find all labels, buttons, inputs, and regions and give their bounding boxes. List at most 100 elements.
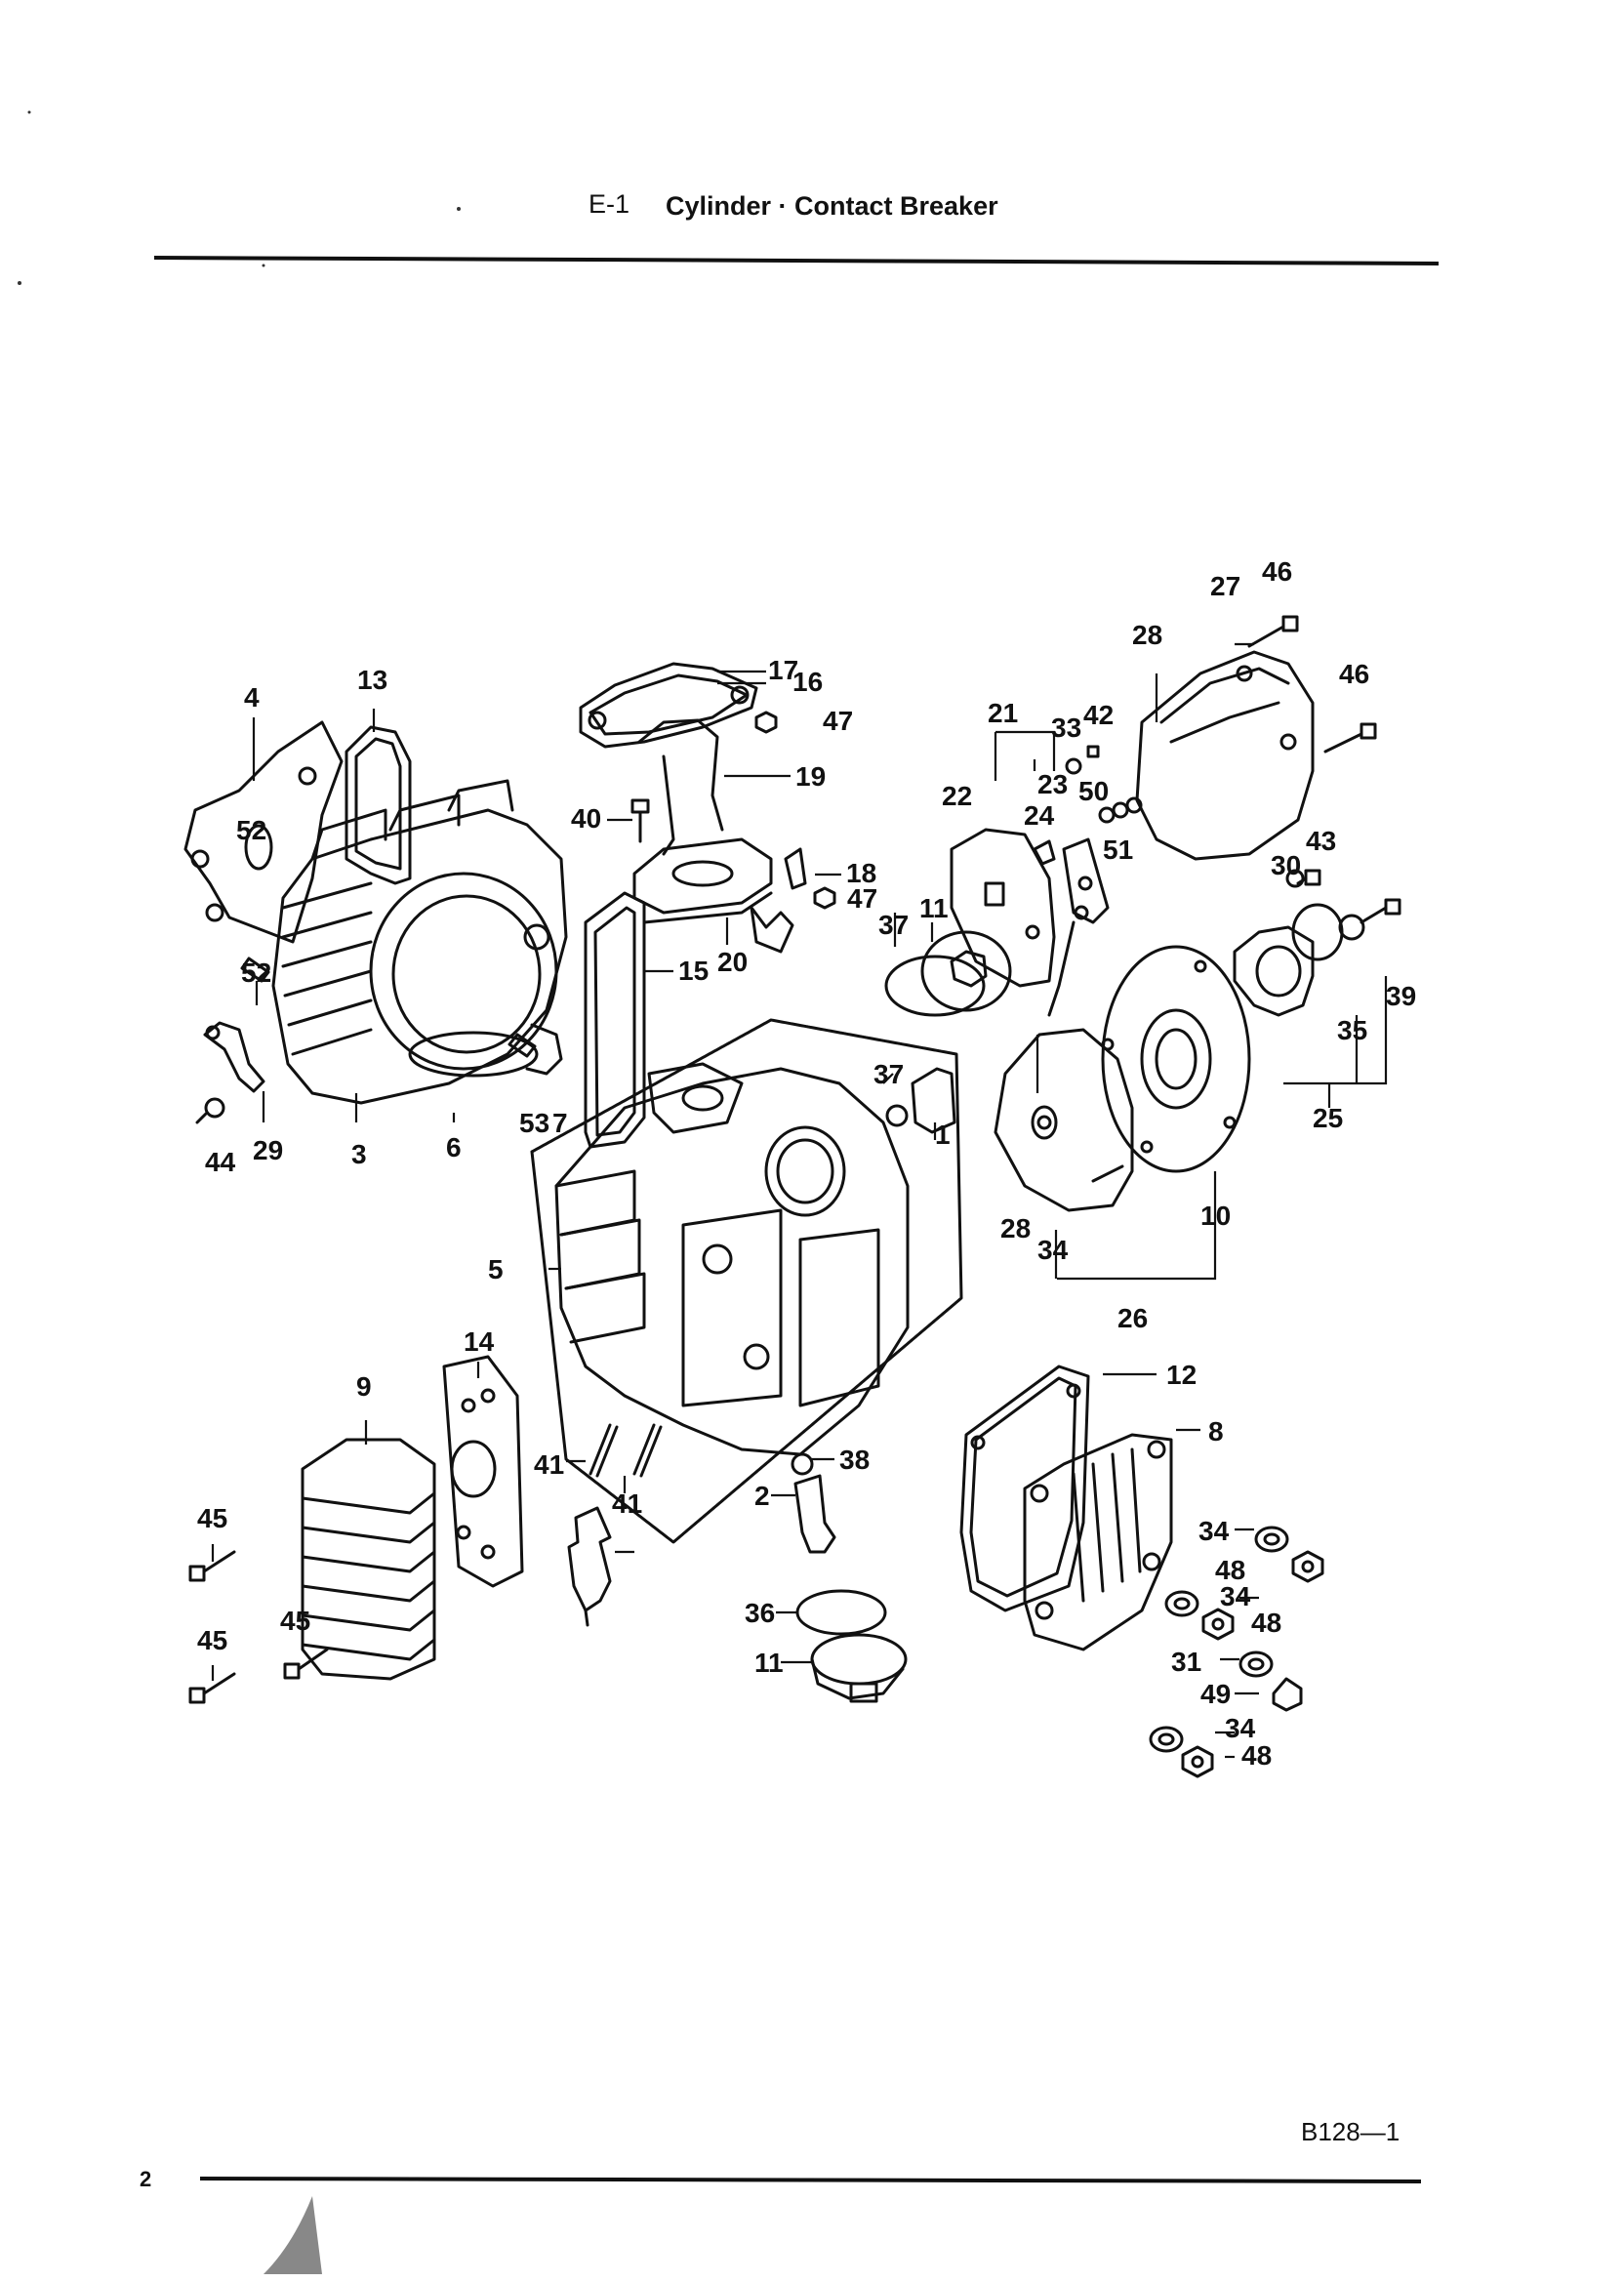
header-rule [153,256,1440,265]
callout-49: 49 [1200,1679,1231,1709]
callout-50: 50 [1078,776,1109,806]
part-14-gasket [345,725,412,885]
callout-35: 35 [1337,1015,1367,1045]
callout-34-a: 34 [1198,1516,1230,1546]
part-12-gasket [959,1365,1090,1612]
callout-18: 18 [846,858,876,888]
callout-47-b: 47 [847,883,877,914]
callout-21: 21 [988,698,1018,728]
callout-45-a: 45 [197,1503,227,1533]
callout-52-a: 52 [236,815,266,845]
callout-26: 26 [1117,1303,1148,1333]
callout-20: 20 [717,947,748,977]
callout-39: 39 [1386,981,1416,1011]
callout-10: 10 [1200,1201,1231,1231]
footer-rule [199,2177,1422,2183]
part-16-17-gaskets [579,662,758,749]
callout-38-b: 38 [839,1445,870,1475]
part-8-cover [1023,1433,1173,1651]
part-37-11-caps-upper [884,930,1012,1017]
callout-40: 40 [571,803,601,834]
callout-33: 33 [1051,713,1081,743]
callout-27: 27 [1210,571,1240,601]
part-3-cylinder [271,779,568,1105]
part-36-seal [1036,1115,1052,1130]
part-45-bolts [188,1550,329,1704]
callout-6: 6 [446,1132,462,1162]
scan-specks [18,110,461,2274]
part-37-11-caps-lower [795,1589,908,1703]
part-43-screw [195,1097,225,1124]
callout-41-a: 41 [534,1449,564,1480]
callout-48-b: 48 [1251,1608,1281,1638]
part-41-studs [589,1423,663,1478]
callout-4: 4 [244,682,260,713]
part-9-finned-cover [301,1438,436,1681]
callout-45-b: 45 [280,1606,310,1636]
callout-34-c: 34 [1225,1713,1256,1743]
callout-37-b: 37 [878,910,909,940]
section-code: E-1 [589,189,629,219]
callout-12: 12 [1166,1360,1197,1390]
callout-31: 30 [1271,850,1301,880]
callout-46-b: 46 [1339,659,1369,689]
part-34-48-washers-nuts [1149,1526,1324,1778]
callout-11-a: 11 [754,1648,784,1678]
part-20-bracket [750,906,794,954]
callout-5: 5 [488,1254,504,1284]
callout-51: 51 [1103,835,1133,865]
part-29-gasket-plate [994,1028,1134,1212]
part-15-gasket [584,891,646,1149]
callout-22: 22 [942,781,972,811]
callout-19: 19 [795,761,826,792]
exploded-view-drawing [183,615,1401,1778]
figure-reference-code: B128—1 [1301,2117,1400,2146]
part-35-39-advancer [1233,898,1401,1017]
callout-41-b: 41 [612,1488,642,1519]
part-10-housing [1101,945,1251,1173]
callout-11-b: 11 [919,893,949,923]
callout-48-a: 48 [1215,1555,1245,1585]
part-28-point-cover [1135,650,1315,861]
part-19-manifold [632,718,773,924]
part-40-bolt [630,798,650,843]
part-23-24-breaker-points [1033,745,1143,1017]
callout-44: 43 [1306,826,1336,856]
callout-16: 16 [792,667,823,697]
callout-52-b: 52 [241,958,271,988]
page-number: 2 [140,2167,151,2191]
part-13-plate [442,1355,524,1588]
leader-lines [211,642,1388,1759]
callout-37-a: 36 [745,1598,775,1628]
callout-45-c: 45 [197,1625,227,1655]
callout-7: 7 [552,1108,568,1138]
part-46-bolts [1247,615,1377,754]
part-38-1-2-caps [791,1067,956,1554]
callout-23: 23 [1037,769,1068,799]
callout-29: 28 [1000,1213,1031,1243]
part-6-oring [408,1031,539,1078]
callout-28: 28 [1132,620,1162,650]
callout-34-b: 34 [1220,1581,1251,1611]
callout-47-a: 47 [823,706,853,736]
callout-8: 8 [1208,1416,1224,1447]
callout-13: 14 [464,1326,495,1357]
callout-30: 29 [253,1135,283,1165]
callout-15: 15 [678,956,709,986]
callout-2: 2 [754,1481,770,1511]
callout-36: 34 [1037,1235,1069,1265]
callout-25: 25 [1313,1103,1343,1133]
part-30-clip [203,1021,265,1093]
callout-9: 9 [356,1371,372,1402]
part-22-breaker-plate [950,828,1056,988]
part-5-cylinder-head [530,1018,963,1544]
callout-labels: 4 13 52 52 29 44 3 6 53 7 15 17 16 47 19… [197,556,1416,1771]
part-54-spark-plug [567,1506,612,1627]
callout-48-c: 48 [1241,1740,1272,1771]
callout-38-a: 37 [873,1059,904,1089]
callout-1: 1 [935,1120,951,1150]
part-52-dowels [240,957,537,1058]
callout-53: 53 [519,1108,549,1138]
part-31-44-bolt [1285,869,1321,888]
